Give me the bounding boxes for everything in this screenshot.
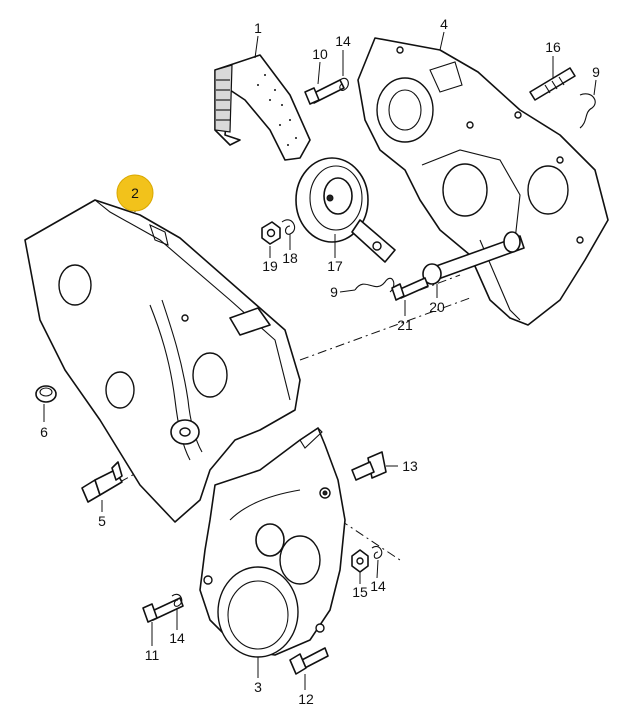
stud-bolt — [529, 67, 576, 101]
callout-21: 21 — [397, 317, 413, 333]
clip-fastener-5 — [81, 461, 123, 503]
callout-9-middle: 9 — [330, 284, 338, 300]
grommet-6 — [35, 385, 57, 403]
bolt-10 — [304, 79, 345, 105]
callout-14-top: 14 — [335, 33, 351, 49]
callout-labels: 1 2 3 4 5 6 9 9 10 11 12 13 14 14 14 15 … — [40, 16, 600, 707]
washer-14-right — [371, 546, 383, 559]
callout-2: 2 — [131, 185, 139, 201]
bolt-21 — [391, 277, 429, 301]
spring-clip-9-middle — [354, 277, 395, 293]
washer-18 — [281, 219, 296, 235]
spacer-sleeve — [422, 231, 525, 285]
callout-18: 18 — [282, 250, 298, 266]
bracket-nut-13 — [351, 451, 387, 481]
callout-9-top: 9 — [592, 64, 600, 80]
lower-timing-cover — [199, 427, 346, 658]
cover-grommet — [170, 419, 200, 445]
callout-4: 4 — [440, 16, 448, 32]
upper-timing-cover — [24, 199, 301, 523]
callout-15: 15 — [352, 584, 368, 600]
callout-6: 6 — [40, 424, 48, 440]
callout-12: 12 — [298, 691, 314, 707]
callout-10: 10 — [312, 46, 328, 62]
callout-20: 20 — [429, 299, 445, 315]
nut-19 — [261, 221, 281, 245]
callout-1: 1 — [254, 20, 262, 36]
callout-13: 13 — [402, 458, 418, 474]
callout-14-right: 14 — [370, 578, 386, 594]
callout-14-bottom: 14 — [169, 630, 185, 646]
rear-timing-cover — [357, 37, 609, 326]
callout-17: 17 — [327, 258, 343, 274]
callout-3: 3 — [254, 679, 262, 695]
callout-19: 19 — [262, 258, 278, 274]
tensioner-pulley — [295, 157, 396, 263]
spring-clip-9-top — [579, 93, 596, 129]
highlight-marker — [116, 174, 154, 212]
leader-lines — [43, 31, 597, 690]
bolt-12 — [289, 647, 329, 675]
spring-washer-14-top — [339, 77, 349, 91]
callout-16: 16 — [545, 39, 561, 55]
callout-11: 11 — [145, 647, 160, 663]
nut-15 — [351, 549, 369, 573]
timing-belt — [214, 54, 311, 161]
callout-5: 5 — [98, 513, 106, 529]
washer-14-bottom — [171, 593, 183, 607]
